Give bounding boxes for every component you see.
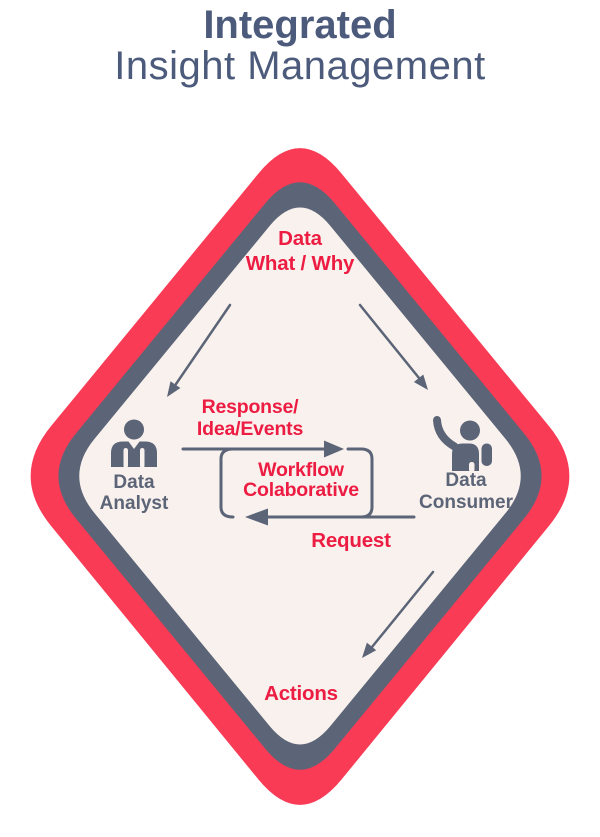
workflow-loop [181,440,416,526]
arrow-consumer-to-actions [362,570,435,658]
top-node-label: Data What / Why [150,226,450,276]
arrowhead-icon [167,381,181,397]
loop-right-arrowhead-icon [324,440,344,458]
response-line2: Idea/Events [196,418,304,440]
data-consumer-icon [433,416,492,472]
title-line-insight-management: Insight Management [114,44,486,88]
raised-arm [433,416,459,451]
consumer-line1: Data [445,470,487,491]
response-idea-events-label: Response/ Idea/Events [150,396,350,440]
loop-left-hook [219,447,235,519]
data-analyst-label: Data Analyst [64,472,204,514]
top-node-line2: What / Why [245,252,355,275]
title-line-integrated: Integrated [203,3,397,47]
request-label: Request [311,529,391,552]
diamond-cream-interior [79,207,521,745]
top-node-line1: Data [278,227,322,250]
page-title: Integrated Insight Management [0,4,600,86]
arrow-data-to-analyst [167,303,232,397]
workflow-collaborative-label: Workflow Colaborative [201,460,401,500]
arrowhead-icon [362,642,377,658]
analyst-line2: Analyst [99,493,169,514]
arrow-data-to-consumer [358,303,428,390]
loop-left-arrowhead-icon [245,508,268,526]
workflow-line1: Workflow [258,459,344,481]
response-line1: Response/ [201,396,299,418]
consumer-line2: Consumer [419,492,513,513]
actions-label: Actions [264,682,338,705]
data-consumer-label: Data Consumer [396,470,536,514]
analyst-line1: Data [113,472,155,493]
arrowhead-icon [413,374,428,390]
data-analyst-icon [111,419,157,468]
workflow-line2: Colaborative [243,479,359,501]
